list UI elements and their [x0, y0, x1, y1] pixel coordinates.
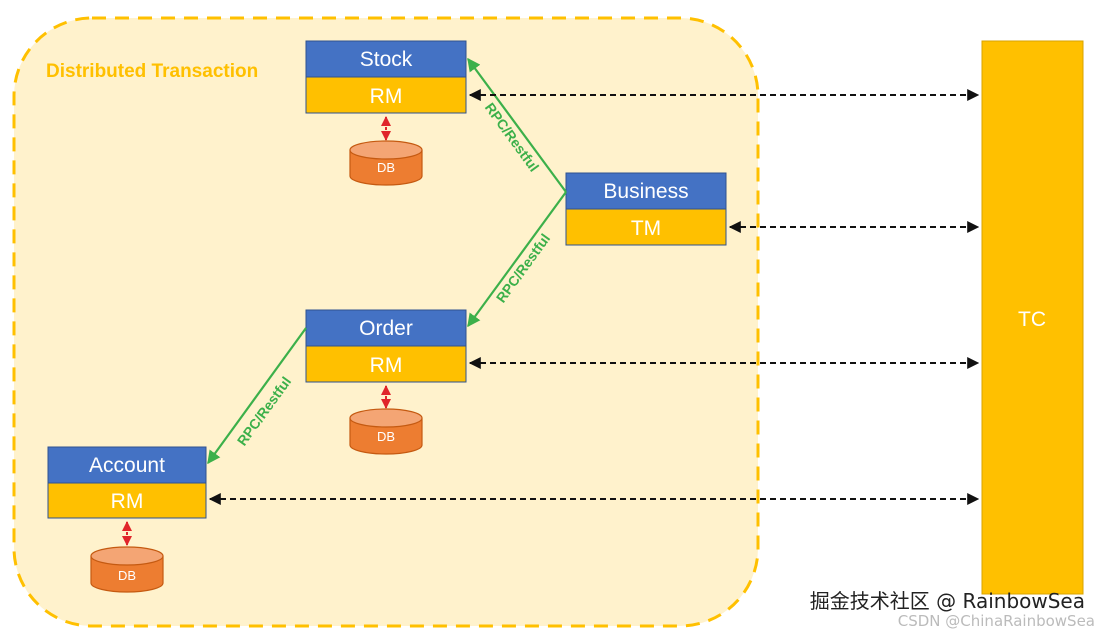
business-header: [565, 172, 727, 210]
account-rm-box: [47, 482, 207, 519]
region-title: Distributed Transaction: [46, 61, 258, 82]
order-db: DB: [349, 408, 423, 455]
account-db-label: DB: [118, 568, 136, 583]
stock-service: Stock RM: [305, 40, 467, 114]
order-db-label: DB: [377, 429, 395, 444]
order-title: Order: [359, 317, 413, 340]
stock-title: Stock: [360, 48, 413, 71]
rpc-business-to-stock: [467, 57, 567, 193]
order-role: RM: [370, 354, 403, 377]
account-role: RM: [111, 490, 144, 513]
rpc-business-to-order: [467, 191, 567, 328]
tc-box: [981, 40, 1084, 595]
account-db: DB: [90, 546, 164, 593]
stock-header: [305, 40, 467, 78]
business-title: Business: [603, 180, 688, 203]
stock-db: DB: [349, 140, 423, 186]
business-service: Business TM: [565, 172, 727, 246]
business-role: TM: [631, 217, 661, 240]
account-title: Account: [89, 454, 165, 477]
stock-db-label: DB: [377, 160, 395, 175]
account-header: [47, 446, 207, 484]
stock-role: RM: [370, 85, 403, 108]
stock-rm-box: [305, 76, 467, 114]
account-service: Account RM: [47, 446, 207, 519]
watermark: 掘金技术社区 @ RainbowSea: [809, 589, 1085, 613]
order-service: Order RM: [305, 309, 467, 383]
watermark-sub: CSDN @ChinaRainbowSea: [897, 612, 1095, 630]
business-tm-box: [565, 208, 727, 246]
rpc-order-to-account: [207, 327, 307, 465]
tc-label: TC: [1018, 308, 1046, 331]
order-rm-box: [305, 345, 467, 383]
